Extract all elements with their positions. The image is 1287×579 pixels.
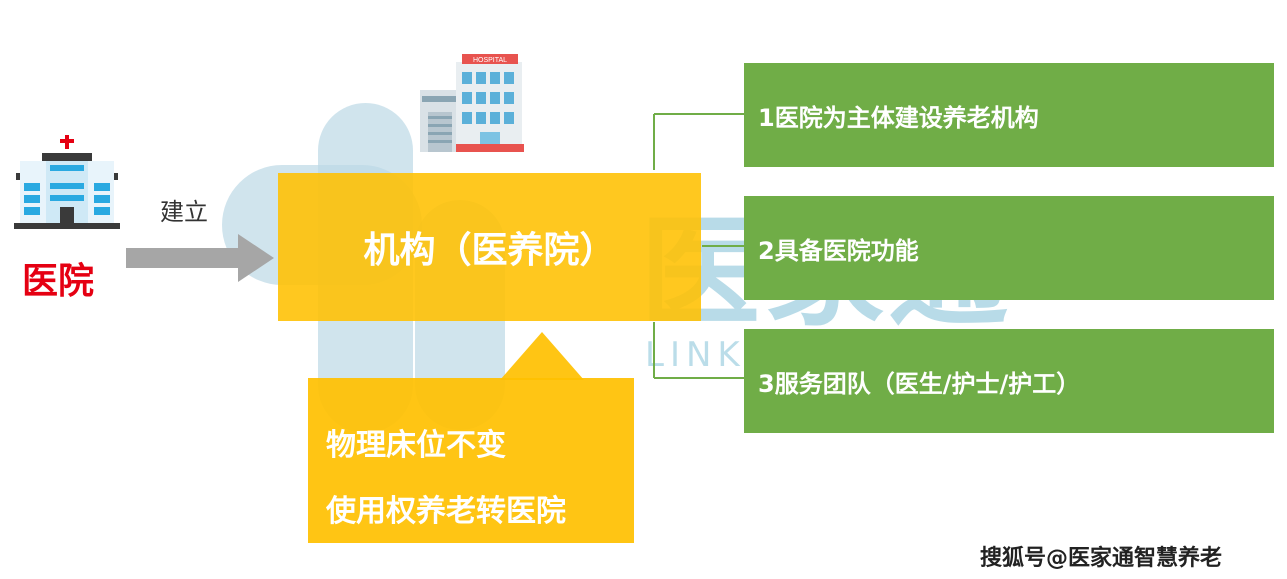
feature-label: 1医院为主体建设养老机构 (758, 103, 1039, 132)
hospital-building-icon: HOSPITAL (420, 54, 524, 152)
feature-box: 1医院为主体建设养老机构 (744, 63, 1274, 167)
feature-label: 3服务团队（医生/护士/护工） (758, 369, 1081, 398)
feature-box: 3服务团队（医生/护士/护工） (744, 329, 1274, 433)
feature-label: 2具备医院功能 (758, 236, 919, 265)
connector-bracket (653, 113, 744, 379)
center-node: 机构（医养院） (278, 173, 701, 321)
center-node-label: 机构（医养院） (363, 230, 616, 271)
callout-box: 物理床位不变 使用权养老转医院 (308, 378, 634, 543)
arrow-label: 建立 (160, 198, 208, 226)
feature-box: 2具备医院功能 (744, 196, 1274, 300)
callout-pointer (500, 332, 584, 380)
source-footer: 搜狐号@医家通智慧养老 (980, 546, 1223, 571)
arrow-right-icon (126, 234, 274, 282)
callout-line: 物理床位不变 (326, 428, 506, 463)
callout-line: 使用权养老转医院 (326, 494, 566, 529)
hospital-label: 医院 (22, 261, 95, 302)
hospital-icon (14, 135, 120, 229)
hospital-sign: HOSPITAL (473, 57, 507, 64)
